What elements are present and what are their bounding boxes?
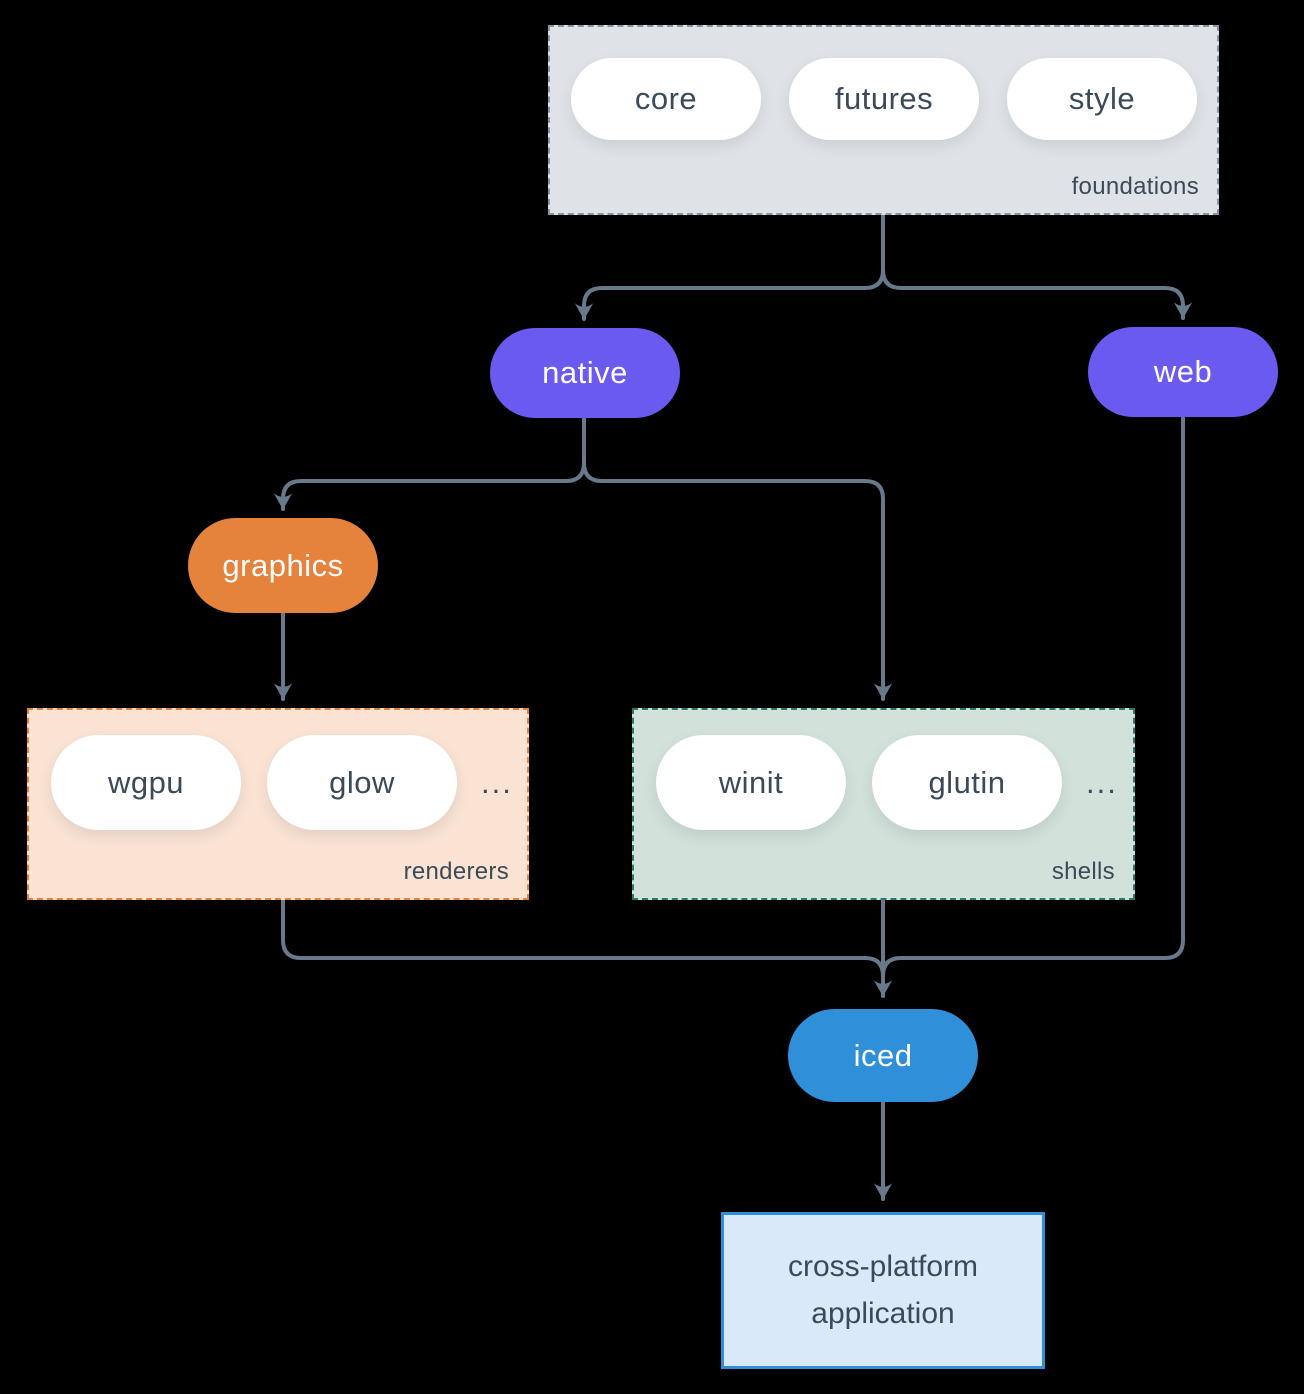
node-wgpu-label: wgpu — [107, 764, 185, 800]
node-web: web — [1088, 327, 1278, 417]
node-glutin-label: glutin — [928, 764, 1006, 800]
node-graphics: graphics — [188, 518, 378, 613]
node-native: native — [490, 328, 680, 418]
edge-native-to-shells — [582, 416, 893, 701]
shells-group-label: shells — [1051, 858, 1115, 885]
node-futures-label: futures — [834, 81, 934, 116]
application-label: cross-platform application — [787, 1250, 979, 1330]
edge-foundations-to-web — [881, 213, 1193, 320]
group-shells: winit glutin ... shells — [632, 708, 1135, 900]
node-core-label: core — [634, 81, 698, 116]
renderers-ellipsis: ... — [481, 764, 513, 800]
node-web-label: web — [1153, 354, 1213, 389]
edge-native-to-graphics — [273, 416, 586, 511]
node-winit: winit — [656, 735, 846, 830]
node-iced: iced — [788, 1009, 978, 1102]
node-core: core — [571, 58, 761, 140]
renderers-group-label: renderers — [403, 858, 509, 885]
shells-ellipsis: ... — [1086, 764, 1118, 800]
node-iced-label: iced — [853, 1037, 913, 1073]
node-glow: glow — [267, 735, 457, 830]
group-foundations: core futures style foundations — [548, 25, 1219, 215]
edge-renderers-to-merge — [281, 898, 885, 978]
foundations-group-label: foundations — [1071, 173, 1199, 200]
node-glutin: glutin — [872, 735, 1062, 830]
node-cross-platform-application: cross-platform application — [721, 1212, 1045, 1369]
node-wgpu: wgpu — [51, 735, 241, 830]
renderers-pill-row: wgpu glow ... — [29, 710, 527, 830]
shells-pill-row: winit glutin ... — [634, 710, 1133, 830]
node-glow-label: glow — [329, 764, 395, 800]
node-style: style — [1007, 58, 1197, 140]
edge-foundations-to-native — [574, 213, 885, 321]
node-winit-label: winit — [718, 764, 784, 800]
node-style-label: style — [1068, 81, 1136, 116]
foundations-pill-row: core futures style — [550, 27, 1217, 140]
node-graphics-label: graphics — [222, 547, 344, 583]
node-futures: futures — [789, 58, 979, 140]
group-renderers: wgpu glow ... renderers — [27, 708, 529, 900]
node-native-label: native — [542, 355, 628, 390]
